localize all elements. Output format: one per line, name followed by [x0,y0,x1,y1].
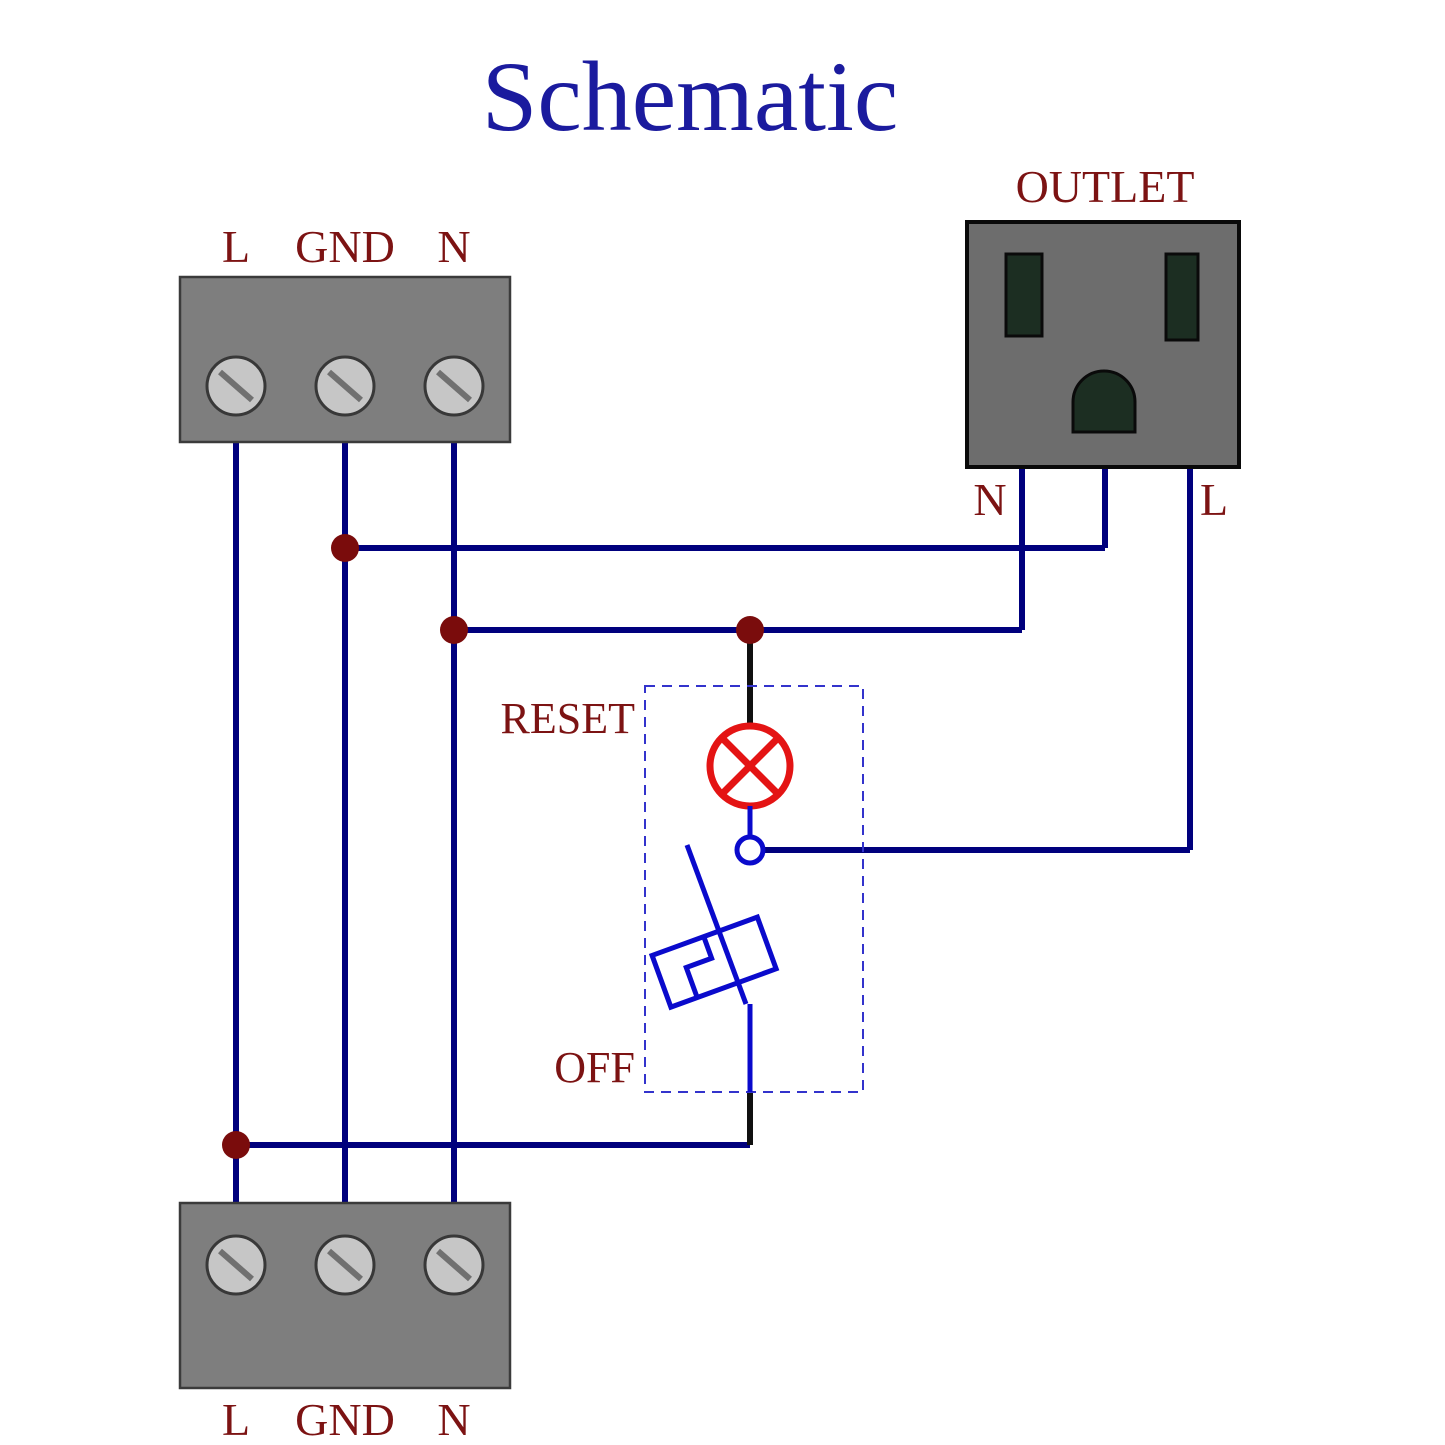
wires [233,442,1193,1203]
outlet-neutral-label: N [973,474,1006,525]
bottom-terminal-block: L GND N [178,1201,512,1445]
outlet-line-label: L [1200,474,1228,525]
terminal-screw [205,1234,267,1296]
reset-label: RESET [501,694,636,743]
junction-dot [222,1131,250,1159]
switch-lever [684,844,749,1005]
junction-dots [222,534,764,1159]
terminal-screw [314,355,376,417]
top-terminal-label-gnd: GND [295,221,395,272]
switch-boundary-box [644,685,864,1093]
junction-dot [440,616,468,644]
junction-dot [331,534,359,562]
thermal-element [648,913,780,1011]
junction-dot [736,616,764,644]
terminal-screw [314,1234,376,1296]
top-terminal-block: L GND N [178,221,512,444]
reset-switch: RESET OFF [501,685,864,1093]
bottom-terminal-label-gnd: GND [295,1394,395,1445]
top-terminal-label-l: L [222,221,250,272]
outlet-neutral-slot [1004,252,1044,338]
terminal-screw [205,355,267,417]
top-terminal-label-n: N [437,221,470,272]
schematic-title: Schematic [482,41,899,152]
switch-contact [734,834,766,866]
off-label: OFF [554,1043,635,1092]
outlet-title: OUTLET [1016,161,1195,212]
bottom-terminal-label-l: L [222,1394,250,1445]
outlet: OUTLET N L [965,161,1241,525]
terminal-screw [423,1234,485,1296]
bottom-terminal-label-n: N [437,1394,470,1445]
indicator-lamp-icon [706,722,794,810]
outlet-ground-hole [1071,369,1137,434]
terminal-screw [423,355,485,417]
outlet-line-slot [1164,252,1200,342]
